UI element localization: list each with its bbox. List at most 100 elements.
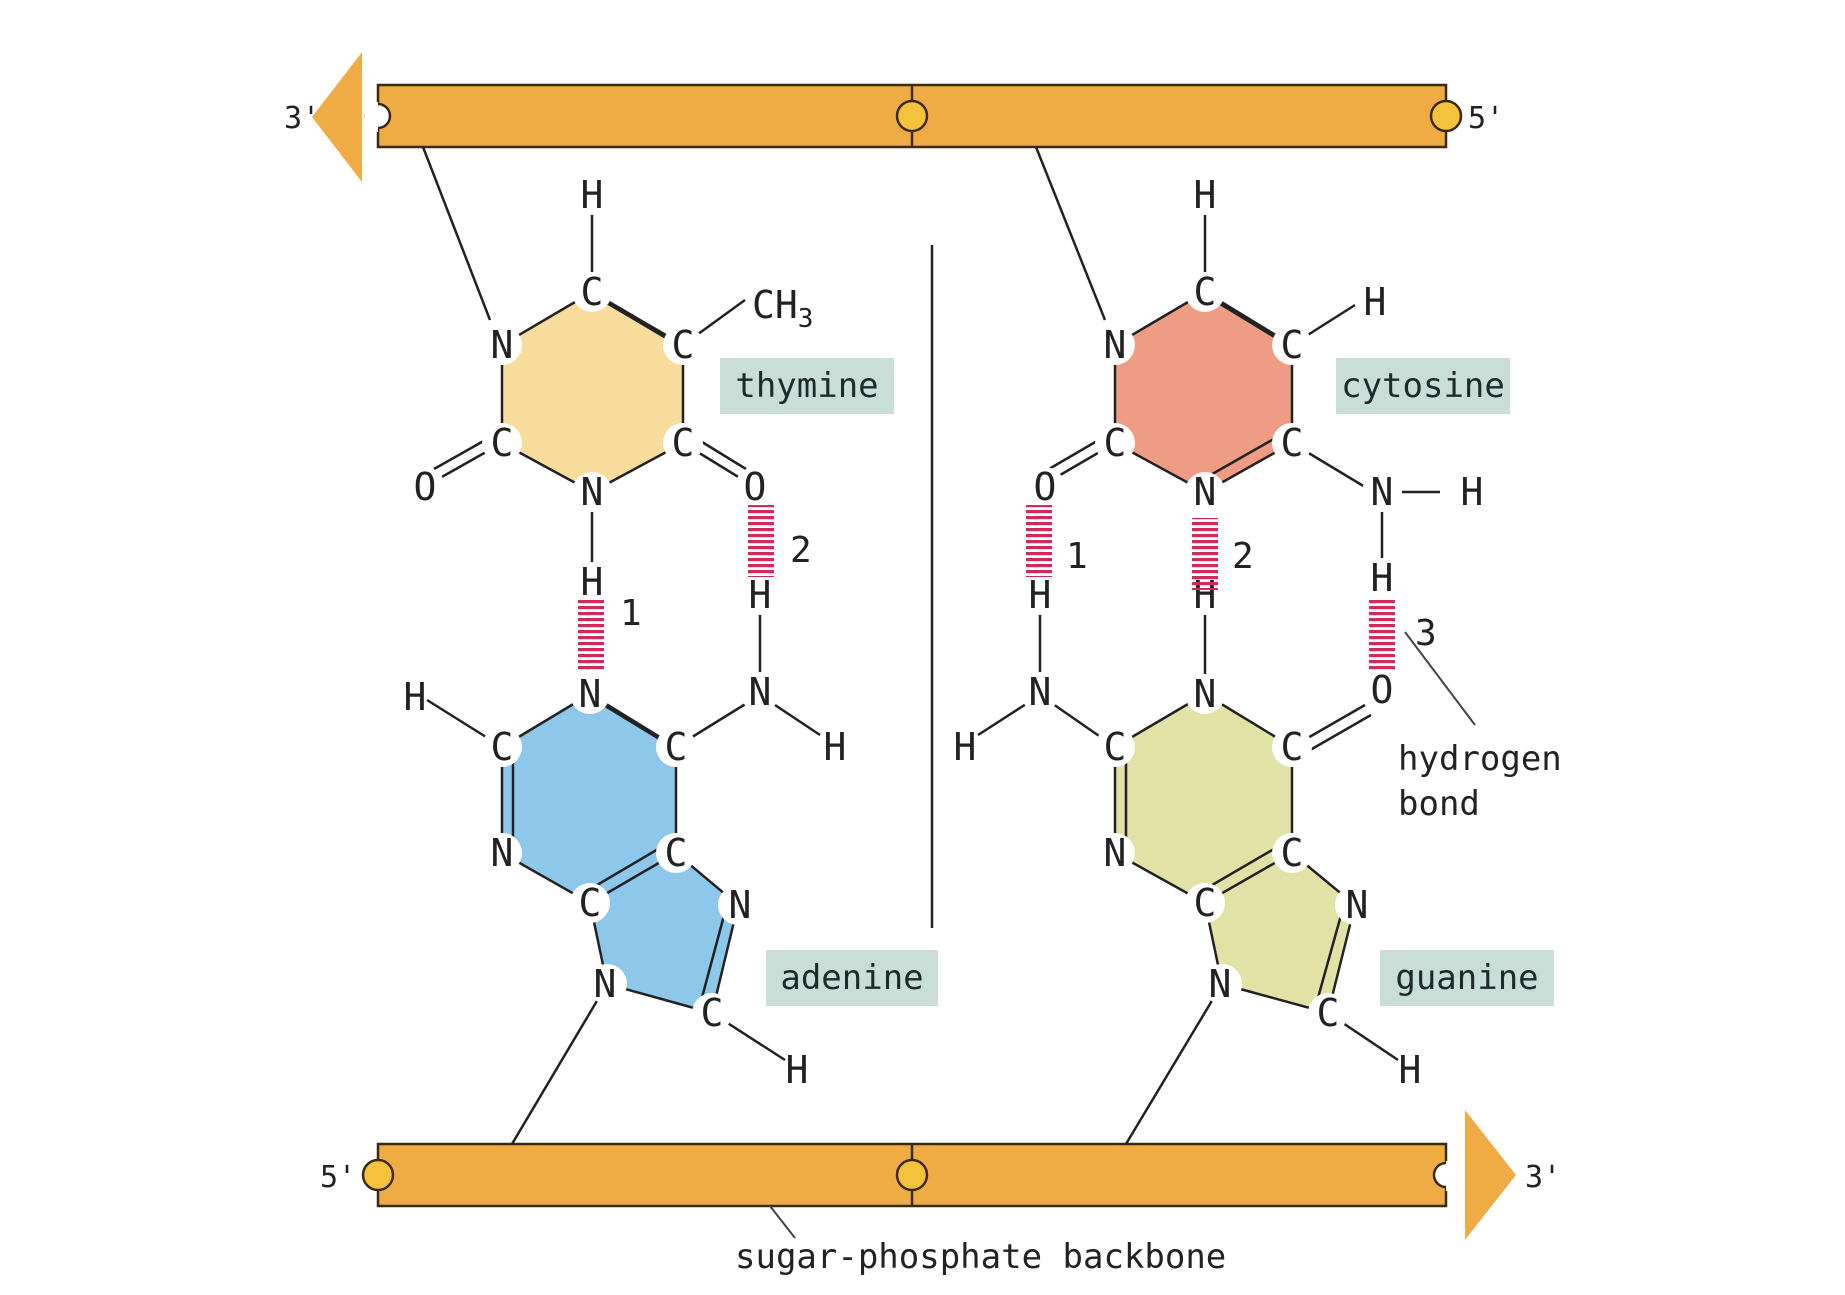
adenine-atom-c4: C [491,725,514,769]
adenine-atom-n-sugar: N [594,962,617,1006]
bond-number-gc-1: 1 [1066,536,1088,577]
guanine-atom-h-amino-top: H [1029,573,1052,617]
thymine-atom-c3: C [672,421,695,465]
hydrogen-bond-pointer [1404,631,1476,726]
guanine-atom-c3: C [1194,881,1217,925]
adenine-atom-h-bottom: H [786,1048,809,1092]
cytosine-atom-o-left: O [1034,465,1057,509]
adenine-atom-c1: C [665,725,688,769]
guanine-ring-six [1115,694,1292,903]
hydrogen-bond-label-line2: bond [1398,784,1480,824]
guanine-atom-n-top: N [1194,672,1217,716]
guanine-molecule: N C C C N C N C N N H H H O H guanine [954,573,1554,1145]
guanine-atom-h-amino-left: H [954,725,977,769]
hbond-gc-3 [1369,598,1395,670]
thymine-ring [502,292,683,492]
adenine-atom-c5: C [701,991,724,1035]
guanine-atom-c2: C [1281,831,1304,875]
adenine-label: adenine [780,958,923,998]
bond-number-at-2: 2 [790,530,812,571]
bottom-right-end-label: 3' [1525,1160,1561,1195]
thymine-atom-o-left: O [414,465,437,509]
adenine-ring-six [502,694,676,903]
thymine-atom-h-top: H [581,173,604,217]
bottom-backbone: 5' 3' [320,1110,1561,1240]
hbond-at-2 [748,505,774,577]
cytosine-ring [1115,292,1292,492]
cytosine-label-box [1336,358,1510,414]
top-backbone: 3' 5' [284,52,1504,182]
bond-number-at-1: 1 [620,593,642,634]
bond-number-gc-3: 3 [1415,613,1437,654]
thymine-atom-c1: C [581,270,604,314]
cytosine-atom-h-amino-down: H [1371,556,1394,600]
guanine-label: guanine [1395,958,1538,998]
adenine-molecule: N C C C N C N C N N H H H H adenine [404,573,938,1145]
hbond-gc-2 [1192,518,1218,590]
guanine-ring-five [1205,853,1355,1013]
top-phosphate-right [1429,99,1463,133]
adenine-atom-c3: C [579,881,602,925]
thymine-label-box [720,358,894,414]
backbone-callout: sugar-phosphate backbone [735,1205,1226,1277]
bond-number-gc-2: 2 [1232,536,1254,577]
cytosine-atom-n-left: N [1104,323,1127,367]
adenine-atom-c2: C [665,831,688,875]
adenine-atom-h-amino-top: H [749,573,772,617]
hbond-gc-1 [1026,505,1052,577]
cytosine-atom-c2: C [1281,323,1304,367]
top-backbone-arrow-head [312,52,362,182]
thymine-atom-o-right: O [744,465,767,509]
cytosine-atom-c1: C [1194,270,1217,314]
guanine-atom-h-bottom: H [1399,1048,1422,1092]
thymine-label: thymine [735,366,878,406]
thymine-molecule: H C C C N C N O O H CH3 thymine [405,146,894,604]
bottom-backbone-arrow-head [1465,1110,1516,1240]
guanine-atom-n-left: N [1104,831,1127,875]
cytosine-atom-c3: C [1281,421,1304,465]
bottom-left-end-label: 5' [320,1160,356,1195]
cytosine-atom-h-amino-right: H [1461,470,1484,514]
cytosine-atom-h-top: H [1194,173,1217,217]
guanine-atom-n-amino: N [1029,670,1052,714]
bottom-phosphate-middle [895,1158,929,1192]
cytosine-atom-c4: C [1104,421,1127,465]
cytosine-atom-n-amino: N [1371,470,1394,514]
top-left-end-label: 3' [284,101,320,136]
adenine-atom-h-amino-right: H [824,725,847,769]
cytosine-label: cytosine [1341,366,1505,406]
adenine-label-box [766,950,938,1006]
adenine-atom-n-right: N [729,883,752,927]
hydrogen-bond-label-line1: hydrogen [1398,739,1562,779]
cytosine-atom-n-bottom: N [1194,470,1217,514]
top-right-end-label: 5' [1468,101,1504,136]
cytosine-molecule: H C C C N C N O N H H H cytosine [1025,146,1510,600]
thymine-atom-c2: C [672,323,695,367]
backbone-pointer [769,1205,796,1239]
thymine-atom-n-left: N [491,323,514,367]
thymine-atom-c4: C [491,421,514,465]
thymine-atom-n-bottom: N [581,470,604,514]
hydrogen-bonds [578,505,1395,672]
adenine-atom-n-left: N [491,831,514,875]
guanine-atom-n-right: N [1346,883,1369,927]
adenine-atom-h-left: H [404,675,427,719]
top-phosphate-middle [895,99,929,133]
guanine-atom-o: O [1371,668,1394,712]
thymine-methyl-group: CH3 [752,283,813,334]
adenine-atom-n-amino: N [749,670,772,714]
guanine-atom-c5: C [1317,991,1340,1035]
cytosine-atom-h-right: H [1364,280,1387,324]
guanine-label-box [1380,950,1554,1006]
hydrogen-bond-callout: hydrogen bond [1398,631,1562,824]
guanine-atom-n-sugar: N [1209,962,1232,1006]
thymine-atom-h-bottom: H [581,560,604,604]
adenine-ring-five [590,853,738,1013]
guanine-atom-c1: C [1281,725,1304,769]
bottom-phosphate-left [361,1158,395,1192]
guanine-atom-c4: C [1104,725,1127,769]
adenine-atom-n-top: N [579,672,602,716]
hbond-at-1 [578,600,604,672]
